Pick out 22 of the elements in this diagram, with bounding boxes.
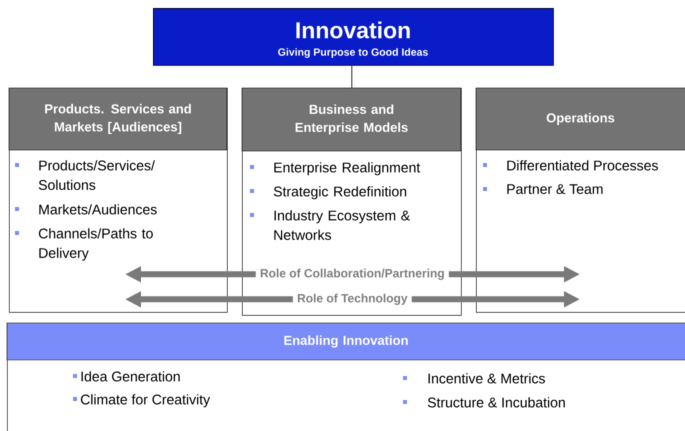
bullet-item: Markets/Audiences: [15, 204, 157, 214]
bullet-item: Strategic Redefinition: [250, 186, 406, 200]
bullet-item: Industry Ecosystem & Networks: [250, 210, 410, 240]
bullet-item: Partner & Team: [483, 184, 603, 194]
bullet-item: Enterprise Realignment: [250, 162, 420, 176]
column-heading: Products. Services and Markets [Audiences]: [45, 104, 191, 134]
bullet-item: Incentive & Metrics: [403, 373, 545, 384]
subtitle: Giving Purpose to Good Ideas: [278, 48, 428, 58]
column-heading: Business and Enterprise Models: [296, 104, 408, 135]
column-heading: Enabling Innovation: [284, 335, 408, 348]
title-box: [153, 8, 554, 66]
connector-line: [351, 65, 352, 88]
column-heading: Operations: [546, 112, 614, 126]
arrow-label: Role of Collaboration/Partnering: [256, 266, 449, 282]
bullet-item: Idea Generation: [73, 371, 180, 382]
bullet-item: Structure & Incubation: [403, 397, 565, 408]
bullet-item: Channels/Paths to Delivery: [15, 228, 153, 261]
bullet-item: Products/Services/ Solutions: [15, 160, 155, 190]
arrow-label: Role of Technology: [293, 292, 412, 307]
bullet-item: Differentiated Processes: [483, 160, 658, 170]
title: Innovation: [296, 22, 410, 38]
bullet-item: Climate for Creativity: [73, 394, 210, 408]
